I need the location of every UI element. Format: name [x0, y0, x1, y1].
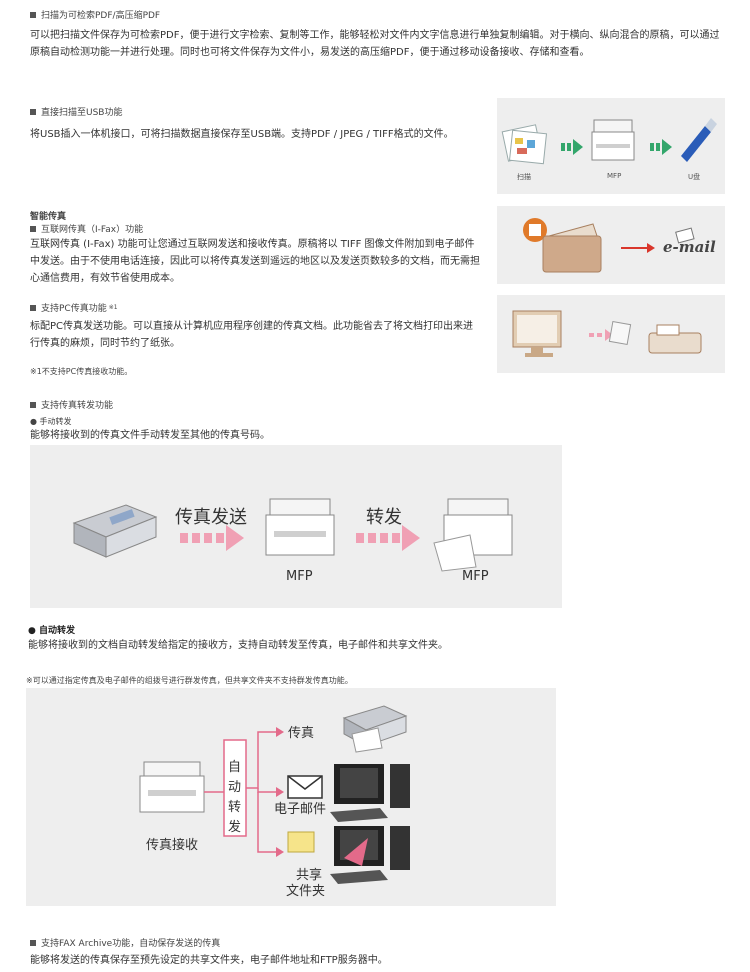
heading-text: 支持FAX Archive功能，自动保存发送的传真 — [41, 939, 221, 949]
bullet-square-icon — [30, 939, 36, 946]
section-heading-usb: 直接扫描至USB功能 — [30, 105, 122, 118]
mfp-printer-icon — [139, 761, 205, 813]
mfp-printer-icon — [433, 498, 513, 572]
fig-label-fax-send: 传真发送 — [175, 507, 247, 528]
scan-pdf-paragraph: 可以把扫描文件保存为可检索PDF，便于进行文字检索、复制等工作，能够轻松对文件内… — [30, 30, 720, 58]
fax-machine-icon — [342, 705, 408, 753]
red-arrow-icon — [621, 243, 655, 253]
pcfax-paragraph: 标配PC传真发送功能。可以直接从计算机应用程序创建的传真文档。此功能省去了将文档… — [30, 321, 474, 349]
footnote-marker: ※1 — [108, 304, 118, 311]
archive-paragraph: 能够将发送的传真保存至预先设定的共享文件夹，电子邮件地址和FTP服务器中。 — [30, 955, 388, 966]
green-arrow-icon — [650, 139, 672, 155]
fig-label-mfp-1: MFP — [286, 569, 313, 584]
section-heading-scan-pdf: 扫描为可检索PDF/高压缩PDF — [30, 8, 160, 21]
folder-icon — [287, 831, 315, 853]
pcfax-figure-graphic — [512, 310, 702, 357]
auto-forward-note: ※可以通过指定传真及电子邮件的组拨号进行群发传真，但共享文件夹不支持群发传真功能… — [26, 676, 353, 685]
fig-dest-email: 电子邮件 — [274, 802, 327, 817]
auto-forward-text: 能够将接收到的文档自动转发给指定的接收方，支持自动转发至传真，电子邮件和共享文件… — [28, 640, 448, 651]
heading-text: 支持传真转发功能 — [41, 401, 114, 411]
fig-dest-share-2: 文件夹 — [286, 884, 326, 899]
auto-forward-graphic — [139, 705, 410, 884]
fig-auto-char-3: 转 — [228, 800, 242, 815]
email-label: e-mail — [663, 238, 716, 256]
ifax-paragraph: 互联网传真 (I-Fax) 功能可让您通过互联网发送和接收传真。原稿将以 TIF… — [30, 239, 480, 284]
computer-icon — [330, 764, 410, 822]
bullet-square-icon — [30, 108, 36, 115]
bullet-square-icon — [30, 401, 36, 408]
smart-fax-title: 智能传真 — [30, 212, 67, 222]
pink-dashed-arrow-icon — [356, 525, 420, 551]
bullet-square-icon — [30, 225, 36, 232]
mfp-printer-icon — [265, 498, 335, 556]
section-heading-pcfax: 支持PC传真功能 ※1 — [30, 301, 118, 314]
auto-forward-figure: 传真接收 自 动 转 发 传真 电子邮件 共享 文件夹 — [26, 688, 556, 906]
green-arrow-icon — [561, 139, 583, 155]
pcfax-figure-panel — [497, 295, 725, 373]
fig-label-fax-receive: 传真接收 — [146, 838, 199, 853]
section-heading-archive: 支持FAX Archive功能，自动保存发送的传真 — [30, 936, 220, 949]
fig-label-mfp-2: MFP — [462, 569, 489, 584]
manual-forward-text: 能够将接收到的传真文件手动转发至其他的传真号码。 — [30, 430, 270, 441]
pink-dashed-arrow-icon — [180, 525, 244, 551]
fig-label-forward: 转发 — [366, 507, 402, 528]
computer-icon — [330, 826, 410, 884]
bullet-square-icon — [30, 11, 36, 18]
fig-auto-char-4: 发 — [228, 820, 242, 835]
heading-text: 扫描为可检索PDF/高压缩PDF — [41, 11, 161, 21]
bullet-square-icon — [30, 304, 36, 311]
pcfax-note: ※1不支持PC传真接收功能。 — [30, 367, 133, 376]
fig-dest-share-1: 共享 — [296, 868, 323, 883]
envelope-icon — [675, 227, 695, 244]
fig-auto-char-1: 自 — [228, 760, 242, 775]
scanner-printer-icon — [523, 218, 602, 273]
manual-forward-title: ● 手动转发 — [30, 417, 72, 426]
fax-machine-icon — [72, 504, 158, 558]
dashed-arrow-icon — [589, 329, 613, 341]
usb-figure-panel: 扫描 MFP U盘 — [497, 98, 725, 194]
usb-paragraph: 将USB插入一体机接口，可将扫描数据直接保存至USB端。支持PDF / JPEG… — [30, 129, 454, 140]
manual-forward-graphic — [72, 498, 513, 572]
fig-label-scan: 扫描 — [517, 173, 531, 181]
usb-stick-icon — [681, 118, 717, 162]
fax-machine-icon — [648, 324, 702, 354]
heading-text: 支持PC传真功能 — [41, 304, 107, 314]
fig-label-udisk: U盘 — [688, 173, 701, 181]
fig-label-mfp: MFP — [607, 172, 622, 180]
manual-forward-figure: 传真发送 转发 MFP MFP — [30, 445, 562, 608]
fig-dest-fax: 传真 — [288, 726, 315, 741]
document-stack-icon — [501, 124, 548, 165]
pink-connector-lines — [204, 731, 276, 853]
section-heading-forward: 支持传真转发功能 — [30, 398, 113, 411]
computer-monitor-icon — [512, 310, 562, 357]
section-heading-ifax: 互联网传真（I-Fax）功能 — [30, 222, 143, 235]
paper-icon — [608, 321, 632, 345]
envelope-icon — [287, 775, 323, 799]
heading-text: 直接扫描至USB功能 — [41, 108, 123, 118]
pink-arrowheads — [276, 727, 284, 857]
usb-figure-graphic — [501, 118, 717, 165]
heading-text: 互联网传真（I-Fax）功能 — [41, 225, 144, 235]
ifax-figure-panel: e-mail — [497, 206, 725, 284]
mfp-printer-icon — [591, 119, 635, 161]
ifax-figure-graphic — [523, 218, 695, 273]
auto-forward-title: ● 自动转发 — [28, 626, 75, 636]
fig-auto-char-2: 动 — [228, 780, 242, 795]
